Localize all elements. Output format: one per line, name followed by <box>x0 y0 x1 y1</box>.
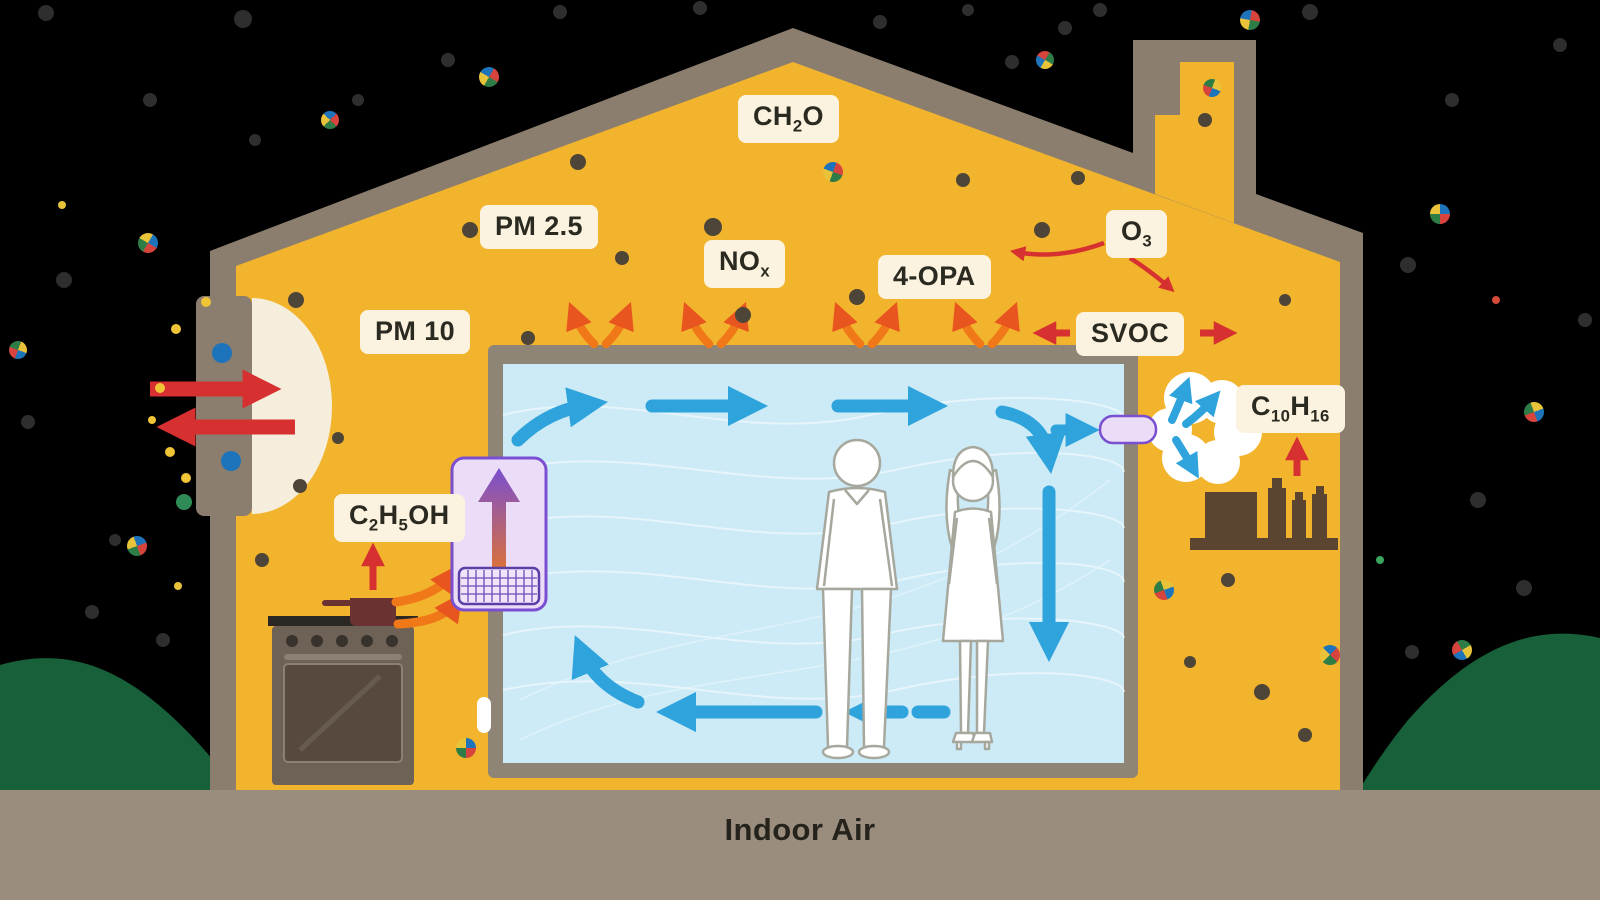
indoor-air-caption: Indoor Air <box>724 812 876 847</box>
label-pm10: PM 10 <box>360 310 471 354</box>
wall-section-bar <box>196 296 252 516</box>
chemical-containers <box>1190 478 1338 550</box>
label-svoc: SVOC <box>1076 312 1185 356</box>
label-c2h5oh: C2H5OH <box>334 494 465 542</box>
label-nox: NOx <box>704 240 786 288</box>
wall-cutaway <box>150 296 332 516</box>
vent-fan-arrows <box>1168 376 1221 479</box>
vent-fan <box>1098 414 1158 445</box>
air-purifier <box>450 456 548 612</box>
purifier-flow-arrow <box>478 468 520 592</box>
stove <box>268 598 418 785</box>
label-c10h16: C10H16 <box>1236 385 1345 433</box>
chimney-flue <box>1155 62 1234 223</box>
ozone-arrows <box>1009 240 1175 293</box>
label-4opa: 4-OPA <box>878 255 991 299</box>
label-ch2o: CH2O <box>738 95 839 143</box>
ground-band <box>0 790 1600 900</box>
woman-figure <box>941 445 1005 751</box>
label-pm25: PM 2.5 <box>480 205 598 249</box>
man-figure <box>815 438 899 760</box>
shelf <box>1190 538 1338 550</box>
light-switch <box>477 697 491 733</box>
wall-cutaway-disc <box>252 298 332 514</box>
cooking-pot <box>322 598 396 626</box>
label-o3: O3 <box>1106 210 1168 258</box>
